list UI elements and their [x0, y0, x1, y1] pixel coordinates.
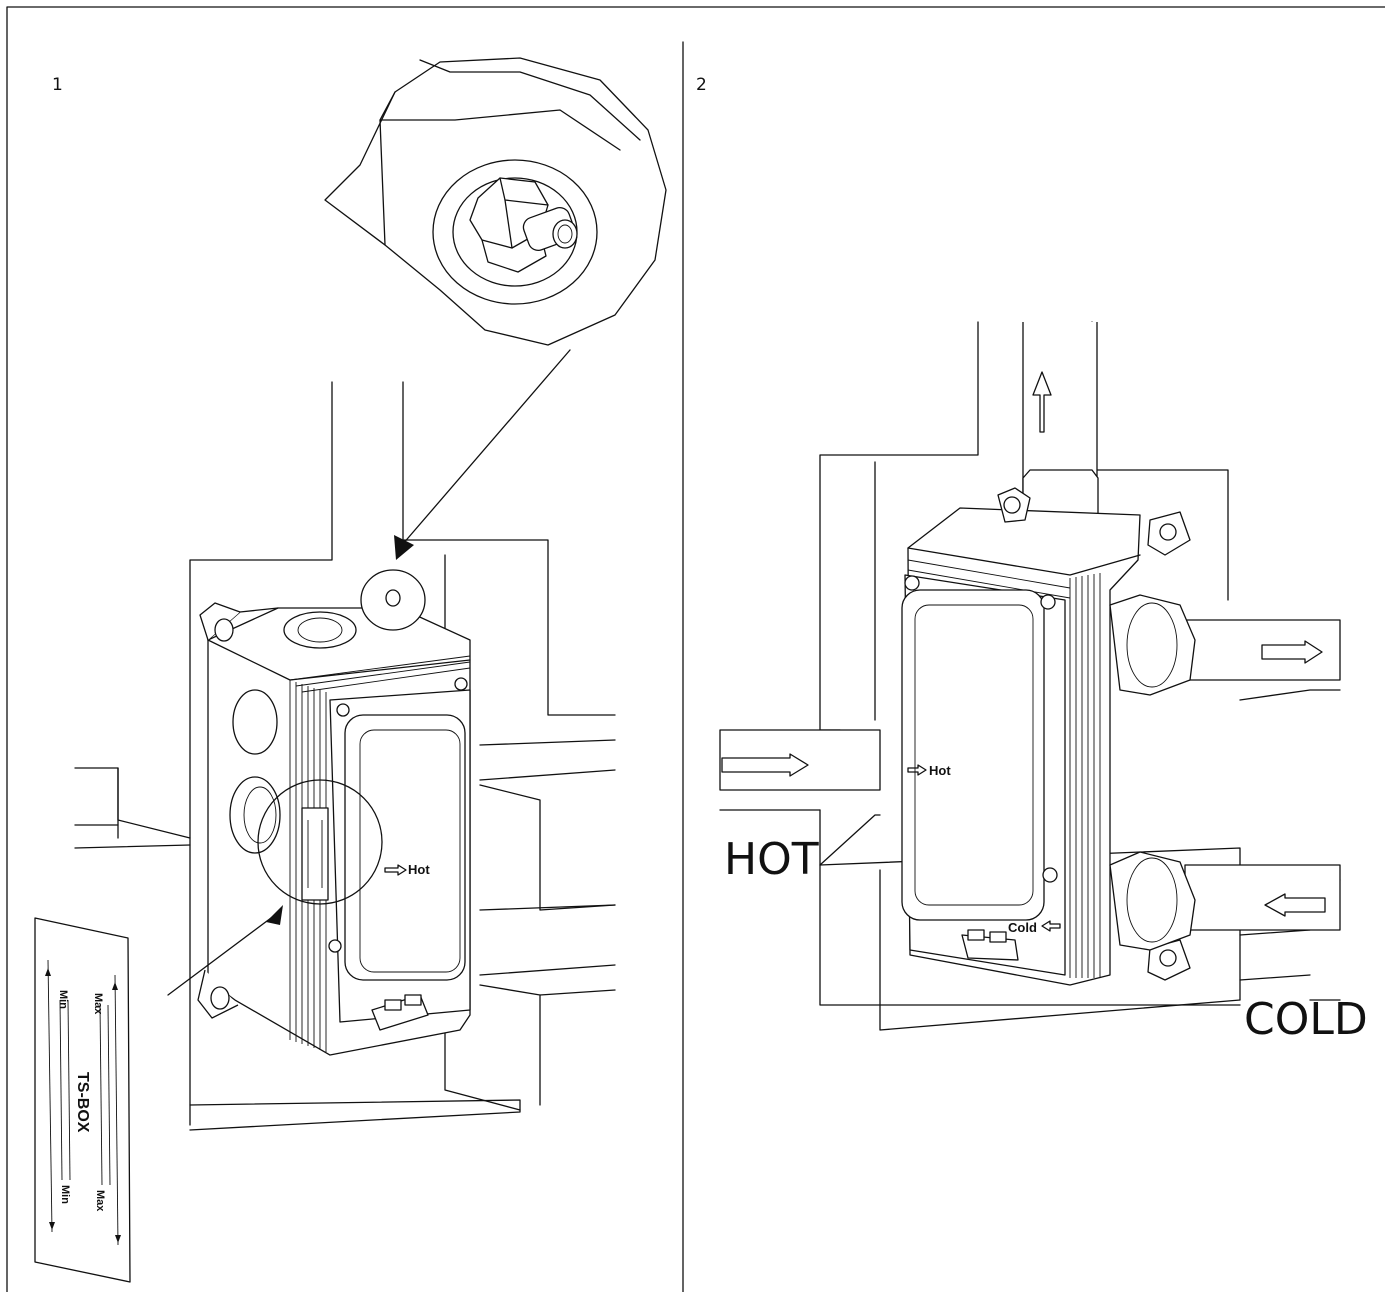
pointer-line: [167, 914, 276, 996]
card-max-bottom: Max: [94, 1190, 106, 1212]
hot-pipe-label: HOT: [724, 834, 819, 885]
corner-bolts: [997, 487, 1191, 981]
hot-label-panel-2: Hot: [929, 763, 951, 778]
valve-box-panel-1: Hot: [197, 569, 471, 1056]
panel-1: 1: [34, 57, 667, 1283]
right-arrow-hot: [721, 753, 809, 777]
right-arrow-top: [1261, 640, 1323, 664]
valve-box-panel-2: Hot Cold: [901, 487, 1196, 986]
ts-box-card: Min Max TS-BOX Min Max: [34, 917, 131, 1283]
magnify-circle: [257, 779, 383, 905]
side-pipes: [719, 619, 1341, 931]
panel-2: 2: [696, 75, 1368, 1045]
card-max-top: Max: [92, 993, 104, 1015]
panel-2-number: 2: [696, 75, 707, 95]
wall-panel-1: [74, 381, 616, 1131]
union-fittings: [1109, 594, 1196, 951]
left-arrow-bottom: [1264, 893, 1326, 917]
page-border: [6, 6, 1385, 1292]
card-min-bottom: Min: [59, 1185, 71, 1204]
cold-label-panel-2: Cold: [1008, 920, 1037, 935]
panel-1-number: 1: [52, 75, 63, 95]
hot-label-panel-1: Hot: [408, 862, 430, 877]
zoom-detail: [324, 57, 667, 560]
cold-pipe-label: COLD: [1244, 994, 1368, 1045]
card-min-top: Min: [57, 990, 69, 1009]
up-arrow: [1032, 371, 1052, 433]
card-title: TS-BOX: [74, 1072, 91, 1133]
